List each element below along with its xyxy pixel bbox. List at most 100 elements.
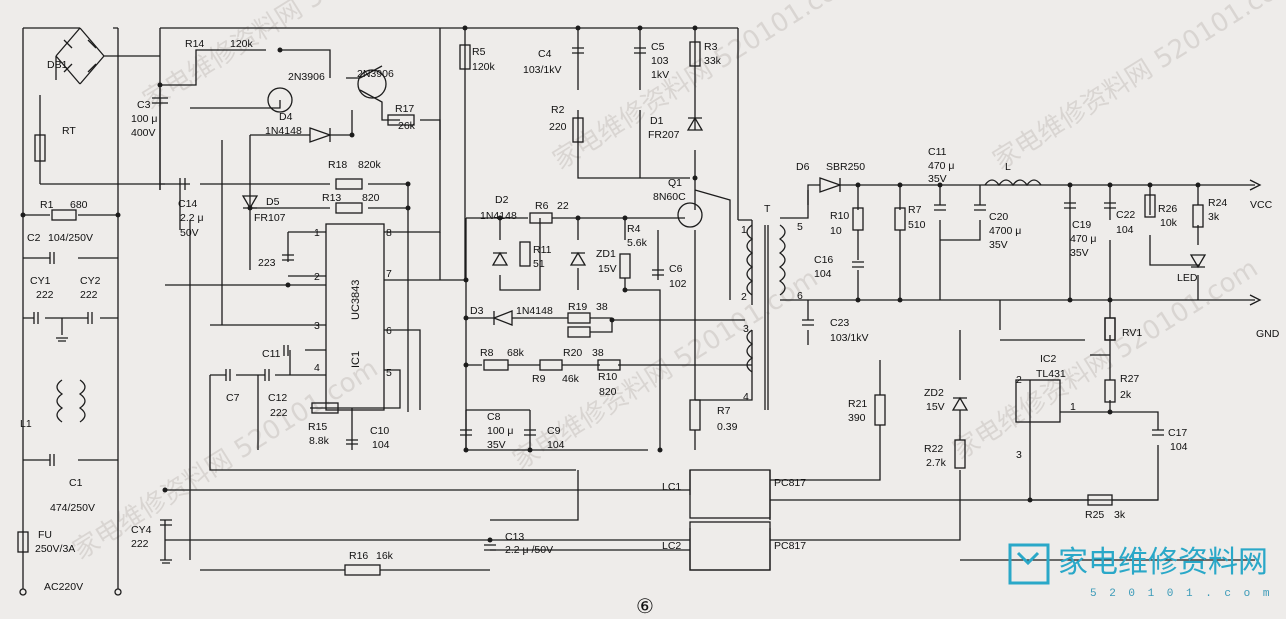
label-r17: R17 xyxy=(395,103,414,115)
label-c8: C8 xyxy=(487,411,501,423)
label-c20v2: 35V xyxy=(989,239,1008,251)
label-d6v: SBR250 xyxy=(826,161,865,173)
label-r27: R27 xyxy=(1120,373,1139,385)
label-r11: R11 xyxy=(533,244,552,256)
label-r8: R8 xyxy=(480,347,494,359)
label-c14v1: 2.2 μ xyxy=(180,212,204,224)
label-rt: RT xyxy=(62,125,76,137)
label-c3v2: 400V xyxy=(131,127,156,139)
label-r16v: 16k xyxy=(376,550,394,562)
label-c2v: 104/250V xyxy=(48,232,93,244)
label-c3: C3 xyxy=(137,99,151,111)
label-d5v: FR107 xyxy=(254,212,286,224)
label-r4: R4 xyxy=(627,223,641,235)
label-r2v: 220 xyxy=(549,121,567,133)
label-r25: R25 xyxy=(1085,509,1104,521)
label-r22v: 2.7k xyxy=(926,457,947,469)
label-led: LED xyxy=(1177,272,1198,284)
label-c19v1: 470 μ xyxy=(1070,233,1097,245)
label-c11b: C11 xyxy=(928,146,947,158)
label-c4: C4 xyxy=(538,48,552,60)
label-c22v: 104 xyxy=(1116,224,1134,236)
label-c6: C6 xyxy=(669,263,683,275)
label-p6: 6 xyxy=(386,325,392,337)
label-ic2p2: 2 xyxy=(1016,374,1022,386)
label-c10: C10 xyxy=(370,425,389,437)
label-zd1: ZD1 xyxy=(596,248,616,260)
label-t2: 2 xyxy=(741,291,747,303)
label-d4: D4 xyxy=(279,111,293,123)
label-bg_text: 家电维修资料网 520101.com xyxy=(138,0,454,116)
label-l: L xyxy=(1005,161,1011,173)
label-r8v: 68k xyxy=(507,347,525,359)
label-c6v: 102 xyxy=(669,278,687,290)
label-c23: C23 xyxy=(830,317,849,329)
label-cy4v: 222 xyxy=(131,538,149,550)
label-d1: D1 xyxy=(650,115,664,127)
label-r15v: 8.8k xyxy=(309,435,330,447)
label-c9v: 104 xyxy=(547,439,565,451)
label-ic2p1: 1 xyxy=(1070,401,1076,413)
label-r19v: 38 xyxy=(596,301,608,313)
label-c9: C9 xyxy=(547,425,561,437)
label-c20v1: 4700 μ xyxy=(989,225,1021,237)
label-r17v: 26k xyxy=(398,120,416,132)
label-d3v: 1N4148 xyxy=(516,305,553,317)
label-r1v: 680 xyxy=(70,199,88,211)
label-d1v: FR207 xyxy=(648,129,680,141)
label-r21: R21 xyxy=(848,398,867,410)
label-vcc: VCC xyxy=(1250,199,1273,211)
label-r14: R14 xyxy=(185,38,204,50)
label-r6v: 22 xyxy=(557,200,569,212)
label-ic1: IC1 xyxy=(350,351,362,368)
label-pc2: PC817 xyxy=(774,540,806,552)
junction-dots xyxy=(20,25,1201,543)
label-d5: D5 xyxy=(266,196,280,208)
label-r22: R22 xyxy=(924,443,943,455)
label-c23v: 103/1kV xyxy=(830,332,869,344)
label-d6: D6 xyxy=(796,161,810,173)
label-r10b: R10 xyxy=(598,371,617,383)
label-gnd: GND xyxy=(1256,328,1280,340)
label-p1: 1 xyxy=(314,227,320,239)
label-t4: 4 xyxy=(743,391,749,403)
label-c22: C22 xyxy=(1116,209,1135,221)
label-r18v: 820k xyxy=(358,159,382,171)
label-c1v: 474/250V xyxy=(50,502,95,514)
label-c5: C5 xyxy=(651,41,665,53)
site-logo: 家电维修资料网 5 2 0 1 0 1 . c o m xyxy=(1008,543,1269,600)
label-p4: 4 xyxy=(314,362,320,374)
label-q1v: 8N60C xyxy=(653,191,686,203)
label-c19: C19 xyxy=(1072,219,1091,231)
label-c16v: 104 xyxy=(814,268,832,280)
label-bg_text: 家电维修资料网 520101.com xyxy=(988,0,1286,176)
label-t6: 6 xyxy=(797,290,803,302)
label-c16: C16 xyxy=(814,254,833,266)
label-p8: 8 xyxy=(386,227,392,239)
label-c1: C1 xyxy=(69,477,83,489)
label-c11bv1: 470 μ xyxy=(928,160,955,172)
label-r11v: 51 xyxy=(533,258,545,270)
label-d4v: 1N4148 xyxy=(265,125,302,137)
label-c11: C11 xyxy=(262,348,281,360)
label-r6: R6 xyxy=(535,200,549,212)
label-ac: AC220V xyxy=(44,581,83,593)
label-r27v: 2k xyxy=(1120,389,1132,401)
label-r9: R9 xyxy=(532,373,546,385)
label-cy2v: 222 xyxy=(80,289,98,301)
label-p2: 2 xyxy=(314,271,320,283)
label-r3: R3 xyxy=(704,41,718,53)
label-fu: FU xyxy=(38,529,52,541)
label-r24: R24 xyxy=(1208,197,1227,209)
label-d2: D2 xyxy=(495,194,509,206)
label-c17: C17 xyxy=(1168,427,1187,439)
label-p5: 5 xyxy=(386,367,392,379)
label-c12v: 222 xyxy=(270,407,288,419)
label-c13: C13 xyxy=(505,531,524,543)
label-r25v: 3k xyxy=(1114,509,1126,521)
label-c8v2: 35V xyxy=(487,439,506,451)
label-r20: R20 xyxy=(563,347,582,359)
